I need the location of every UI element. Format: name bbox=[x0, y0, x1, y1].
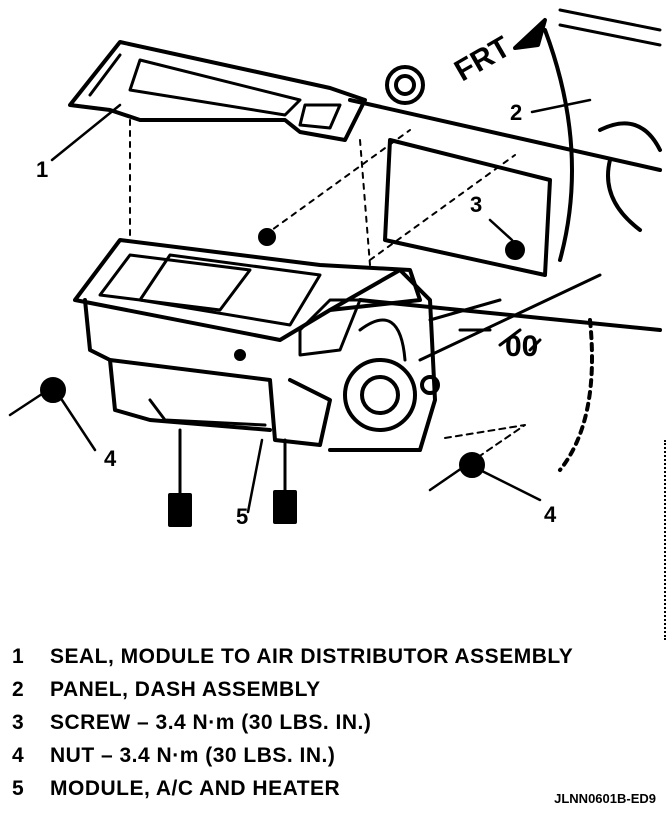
callout-2: 2 bbox=[510, 100, 522, 125]
frt-arrow bbox=[513, 18, 547, 50]
dash-panel bbox=[348, 8, 662, 472]
legend-number: 4 bbox=[12, 743, 25, 767]
hvac-module bbox=[73, 238, 440, 452]
callout-4-left: 4 bbox=[104, 446, 117, 471]
legend-number: 2 bbox=[12, 677, 25, 701]
stamped-mark: 00 bbox=[505, 330, 538, 363]
callout-3: 3 bbox=[470, 192, 482, 217]
legend-text: MODULE, A/C AND HEATER bbox=[50, 776, 341, 800]
seal-part bbox=[68, 40, 367, 142]
legend-item: 4 NUT – 3.4 N·m (30 LBS. IN.) bbox=[12, 739, 652, 772]
exploded-view-illustration: 1 2 3 4 5 4 FRT 00 bbox=[8, 8, 662, 529]
edge-dotted-line bbox=[662, 440, 666, 640]
legend-item: 3 SCREW – 3.4 N·m (30 LBS. IN.) bbox=[12, 706, 652, 739]
legend-number: 5 bbox=[12, 776, 25, 800]
callout-5: 5 bbox=[236, 504, 248, 529]
figure-code: JLNN0601B-ED9 bbox=[554, 791, 656, 806]
legend-text: NUT – 3.4 N·m (30 LBS. IN.) bbox=[50, 743, 336, 767]
legend-item: 1 SEAL, MODULE TO AIR DISTRIBUTOR ASSEMB… bbox=[12, 640, 652, 673]
callout-1: 1 bbox=[36, 157, 48, 182]
legend-number: 1 bbox=[12, 644, 25, 668]
legend-item: 5 MODULE, A/C AND HEATER bbox=[12, 772, 652, 805]
alignment-lines bbox=[129, 119, 516, 266]
legend-text: SCREW – 3.4 N·m (30 LBS. IN.) bbox=[50, 710, 372, 734]
legend-text: PANEL, DASH ASSEMBLY bbox=[50, 677, 321, 701]
fasteners bbox=[40, 228, 602, 527]
legend-text: SEAL, MODULE TO AIR DISTRIBUTOR ASSEMBLY bbox=[50, 644, 574, 668]
legend-item: 2 PANEL, DASH ASSEMBLY bbox=[12, 673, 652, 706]
frt-label: FRT bbox=[449, 30, 516, 88]
callout-4-right: 4 bbox=[544, 502, 557, 527]
legend-number: 3 bbox=[12, 710, 25, 734]
leader-lines bbox=[8, 98, 592, 514]
parts-legend: 1 SEAL, MODULE TO AIR DISTRIBUTOR ASSEMB… bbox=[12, 640, 652, 805]
